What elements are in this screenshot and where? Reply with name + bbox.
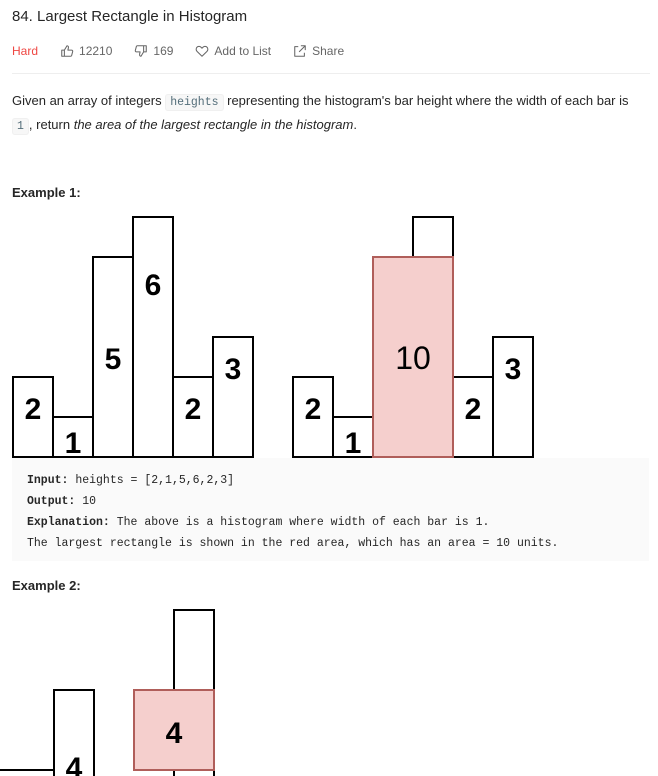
output-label: Output: — [27, 495, 76, 508]
bar-label: 5 — [105, 343, 122, 376]
bar-label: 1 — [345, 427, 362, 460]
description-text: Given an array of integers — [12, 93, 166, 108]
area-label: 10 — [395, 340, 431, 376]
output-value: 10 — [75, 495, 97, 508]
input-label: Input: — [27, 474, 69, 487]
histogram-bar — [332, 416, 374, 458]
histogram-bar — [92, 256, 134, 458]
dislike-button[interactable]: 169 — [134, 44, 173, 58]
description-text: representing the histogram's bar height … — [223, 93, 629, 108]
input-line: Input: heights = [2,1,5,6,2,3] — [27, 470, 634, 491]
bar-label: 2 — [305, 393, 322, 426]
inline-code-heights: heights — [165, 94, 224, 111]
like-button[interactable]: 12210 — [60, 44, 112, 58]
heart-icon — [196, 45, 209, 57]
histogram-bar — [12, 376, 54, 458]
share-button[interactable]: Share — [293, 44, 344, 58]
explanation-label: Explanation: — [27, 516, 110, 529]
description-text: , return — [28, 117, 74, 132]
bar-label: 2 — [25, 393, 42, 426]
histogram-bar — [212, 336, 254, 458]
explanation-line-2: The largest rectangle is shown in the re… — [27, 537, 559, 550]
share-icon — [294, 45, 306, 57]
explanation-line: Explanation: The above is a histogram wh… — [27, 512, 634, 533]
bar-label: 2 — [465, 393, 482, 426]
example-1-title: Example 1: — [12, 185, 81, 200]
bar-label: 4 — [66, 752, 83, 776]
highlighted-rectangle — [372, 256, 454, 458]
example-2-title: Example 2: — [12, 578, 81, 593]
example-1-code-block: Input: heights = [2,1,5,6,2,3] Output: 1… — [12, 458, 649, 561]
bar-label: 3 — [225, 353, 242, 386]
histogram-bar — [53, 689, 95, 776]
explanation-value: The above is a histogram where width of … — [109, 516, 490, 529]
histogram-bar — [132, 216, 174, 458]
inline-code-one: 1 — [12, 118, 29, 135]
input-value: heights = [2,1,5,6,2,3] — [68, 474, 235, 487]
bar-label: 2 — [185, 393, 202, 426]
histogram-bar — [0, 769, 55, 776]
dislike-count: 169 — [153, 44, 174, 58]
problem-meta-bar: Hard 12210 169 Add to List Share — [12, 42, 366, 60]
histogram-bar — [292, 376, 334, 458]
area-label: 4 — [166, 717, 183, 750]
problem-title: 84. Largest Rectangle in Histogram — [12, 8, 248, 25]
description-emphasis: the area of the largest rectangle in the… — [73, 117, 354, 132]
difficulty-badge: Hard — [12, 44, 39, 58]
add-to-list-button[interactable]: Add to List — [195, 44, 271, 58]
bar-label: 6 — [145, 269, 162, 302]
problem-description: Given an array of integers heights repre… — [12, 90, 642, 138]
share-label: Share — [312, 44, 345, 58]
header-divider — [12, 73, 650, 74]
histogram-bar — [492, 336, 534, 458]
example-2-histogram: 4 4 — [0, 609, 215, 776]
histogram-bar — [52, 416, 94, 458]
like-count: 12210 — [79, 44, 113, 58]
thumbs-down-icon — [135, 45, 148, 57]
highlighted-rectangle — [133, 689, 215, 771]
thumbs-up-icon — [61, 45, 74, 57]
output-line: Output: 10 — [27, 491, 634, 512]
add-to-list-label: Add to List — [214, 44, 272, 58]
description-text: . — [353, 117, 357, 132]
bar-label: 3 — [505, 353, 522, 386]
bar-label: 1 — [65, 427, 82, 460]
